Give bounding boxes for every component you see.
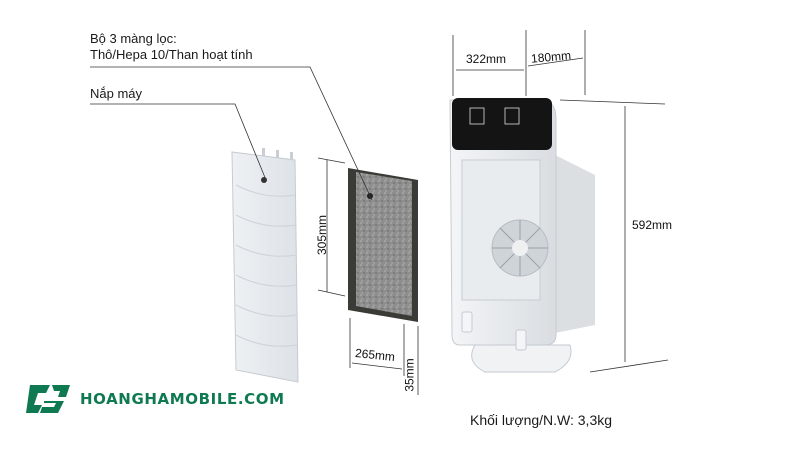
- filter-set-label-line2: Thô/Hepa 10/Than hoạt tính: [90, 47, 253, 62]
- brand-name: HOANGHAMOBILE.COM: [80, 390, 285, 408]
- height-dimension: 592mm: [632, 218, 673, 232]
- dimension-lines: [317, 30, 669, 395]
- weight-label: Khối lượng/N.W: 3,3kg: [470, 412, 613, 428]
- filter-thickness-dimension: 35mm: [402, 358, 417, 392]
- filter-set: [348, 168, 418, 322]
- brand-logo: HOANGHAMOBILE.COM: [24, 383, 285, 415]
- purifier-body: [449, 98, 595, 373]
- leader-lines: [90, 66, 373, 201]
- filter-set-label-line1: Bộ 3 màng lọc:: [90, 31, 177, 46]
- brand-mark-icon: [26, 385, 70, 413]
- filter-height-dimension: 305mm: [315, 214, 330, 256]
- width-dimension: 322mm: [466, 52, 507, 66]
- cover-panel: [231, 148, 299, 383]
- cover-label: Nắp máy: [90, 86, 143, 101]
